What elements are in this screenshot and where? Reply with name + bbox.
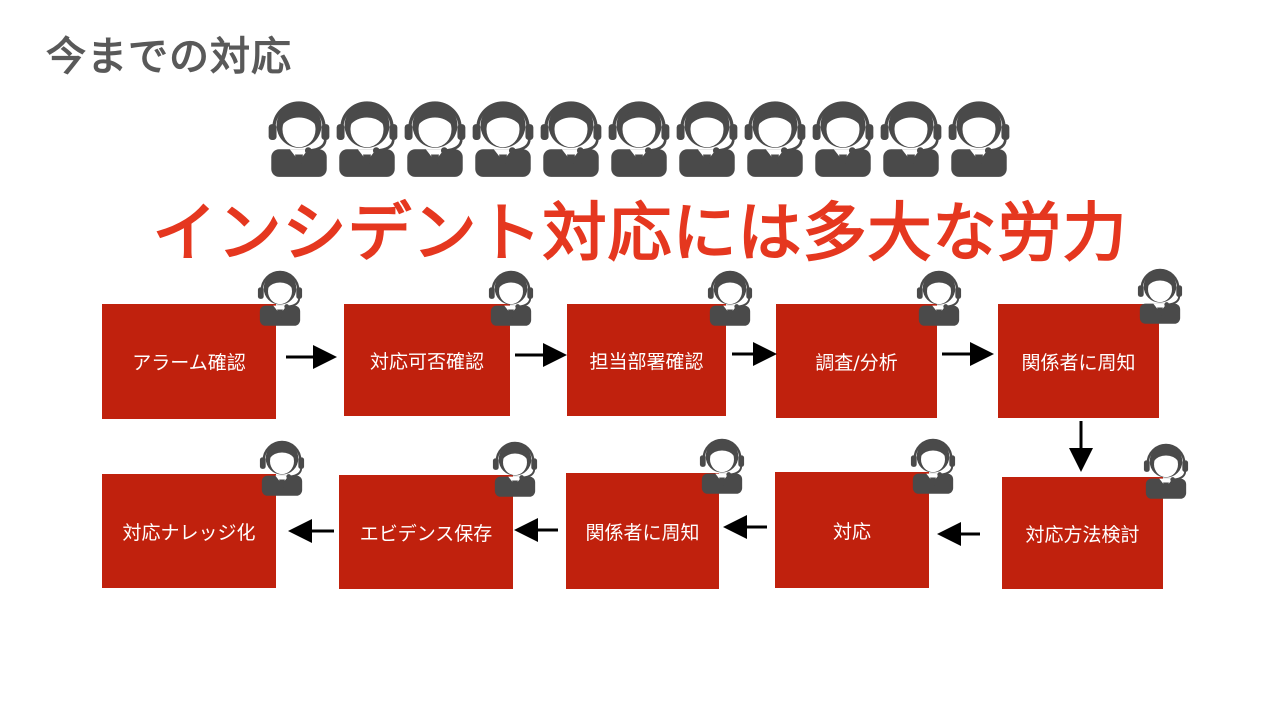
- operator-headset-icon: [334, 95, 400, 177]
- step-notify-stakeholders-2: 関係者に周知: [566, 473, 719, 589]
- operator-headset-icon: [810, 95, 876, 177]
- operator-headset-icon: [402, 95, 468, 177]
- operator-headset-icon: [606, 95, 672, 177]
- step-notify-stakeholders: 関係者に周知: [998, 304, 1159, 418]
- step-investigation: 調査/分析: [776, 304, 937, 418]
- operator-headset-icon: [491, 437, 539, 497]
- operator-headset-icon: [258, 436, 306, 496]
- step-evidence: エビデンス保存: [339, 475, 513, 589]
- operator-headset-icon: [946, 95, 1012, 177]
- operator-headset-icon: [1136, 264, 1184, 324]
- step-alarm-check: アラーム確認: [102, 304, 276, 419]
- operator-headset-icon: [742, 95, 808, 177]
- operator-headset-icon: [470, 95, 536, 177]
- operator-headset-icon: [674, 95, 740, 177]
- step-response-planning: 対応方法検討: [1002, 477, 1163, 589]
- headline: インシデント対応には多大な労力: [152, 196, 1128, 271]
- step-department-check: 担当部署確認: [567, 304, 726, 416]
- operator-headset-icon: [706, 266, 754, 326]
- operator-headset-icon: [698, 434, 746, 494]
- operator-group: [266, 95, 1016, 177]
- operator-headset-icon: [878, 95, 944, 177]
- operator-headset-icon: [909, 434, 957, 494]
- operator-headset-icon: [1142, 439, 1190, 499]
- page-title: 今までの対応: [46, 34, 292, 80]
- operator-headset-icon: [256, 266, 304, 326]
- operator-headset-icon: [266, 95, 332, 177]
- operator-headset-icon: [538, 95, 604, 177]
- operator-headset-icon: [487, 266, 535, 326]
- step-response: 対応: [775, 472, 929, 588]
- step-feasibility-check: 対応可否確認: [344, 304, 510, 416]
- step-knowledge: 対応ナレッジ化: [102, 474, 276, 588]
- operator-headset-icon: [915, 266, 963, 326]
